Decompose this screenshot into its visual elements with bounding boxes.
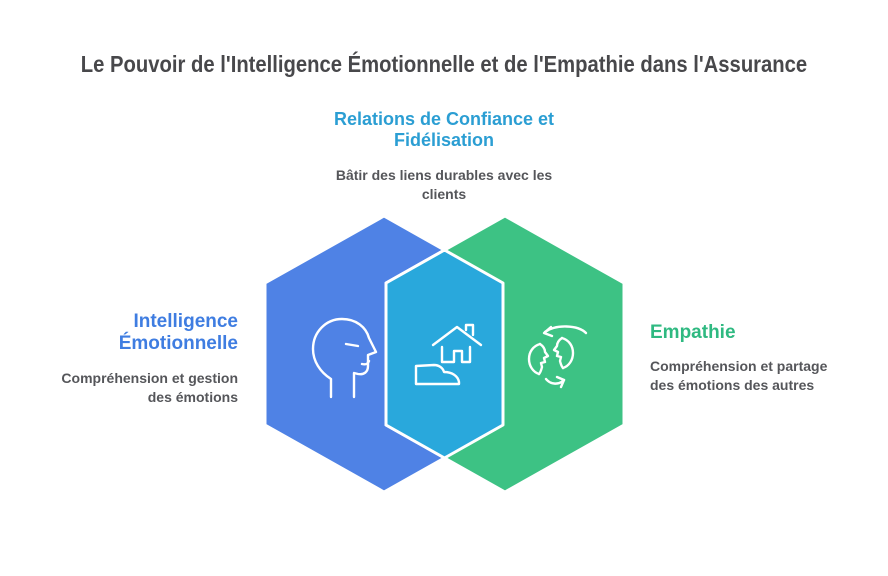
left-section-description: Compréhension et gestion des émotions: [61, 370, 238, 405]
page-title: Le Pouvoir de l'Intelligence Émotionnell…: [80, 51, 808, 77]
center-hexagon: [384, 248, 505, 460]
hand-holding-house-icon: [414, 323, 483, 386]
center-section-heading: Relations de Confiance et Fidélisation: [333, 109, 555, 150]
left-section-heading: Intelligence Émotionnelle: [118, 311, 238, 354]
right-section-description: Compréhension et partage des émotions de…: [650, 358, 828, 393]
faces-exchange-icon: [527, 325, 588, 389]
center-section-description: Bâtir des liens durables avec les client…: [335, 167, 553, 202]
right-section-heading: Empathie: [650, 322, 736, 343]
head-profile-icon: [311, 317, 378, 399]
